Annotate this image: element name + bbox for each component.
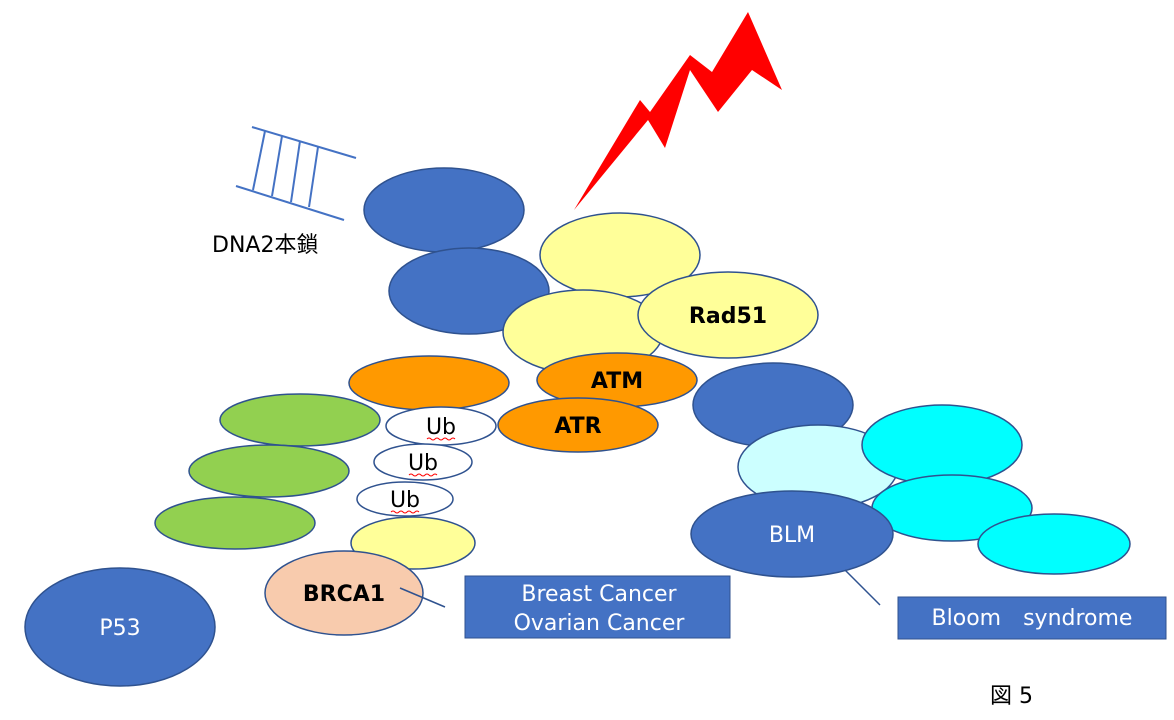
bloom-syndrome-label: Bloom syndrome [932, 606, 1133, 631]
protein-blue-second [388, 247, 550, 335]
ubiquitin-3-label: Ub [390, 488, 420, 513]
cancer-box [464, 575, 731, 639]
protein-cyan-top [861, 404, 1023, 486]
ubiquitin-1-label: Ub [426, 415, 456, 440]
protein-green-middle [188, 444, 350, 498]
dna-ladder-icon [235, 126, 357, 221]
brca1-protein [264, 550, 424, 636]
ubiquitin-2-underline [408, 473, 438, 477]
protein-orange-left [348, 355, 510, 411]
p53-label: P53 [99, 616, 140, 641]
protein-cyan-bottom [977, 513, 1131, 575]
blm-label: BLM [769, 523, 815, 548]
brca1-label: BRCA1 [303, 582, 385, 607]
blm-connector [844, 569, 881, 606]
ubiquitin-3 [356, 481, 454, 517]
bloom-syndrome-box [897, 596, 1167, 640]
cancer-box-line2: Ovarian Cancer [514, 611, 686, 636]
protein-blue-top [363, 167, 525, 253]
lightning-bolt-icon [574, 12, 782, 210]
ubiquitin-2-label: Ub [408, 451, 438, 476]
blm-protein [690, 490, 894, 578]
figure-caption: 図 5 [990, 684, 1033, 709]
dna-label: DNA2本鎖 [212, 233, 318, 258]
p53-protein [24, 567, 216, 687]
ubiquitin-3-underline [390, 510, 420, 514]
ubiquitin-1-underline [426, 437, 456, 441]
protein-green-top [219, 393, 381, 447]
rad51-protein [637, 271, 819, 359]
rad51-label: Rad51 [689, 304, 767, 329]
cancer-box-line1: Breast Cancer [521, 582, 677, 607]
atr-protein [497, 397, 659, 453]
ubiquitin-2 [373, 443, 473, 481]
atm-label: ATM [591, 369, 643, 394]
atr-label: ATR [554, 414, 601, 439]
protein-green-bottom [154, 496, 316, 550]
brca1-connector [399, 587, 446, 608]
